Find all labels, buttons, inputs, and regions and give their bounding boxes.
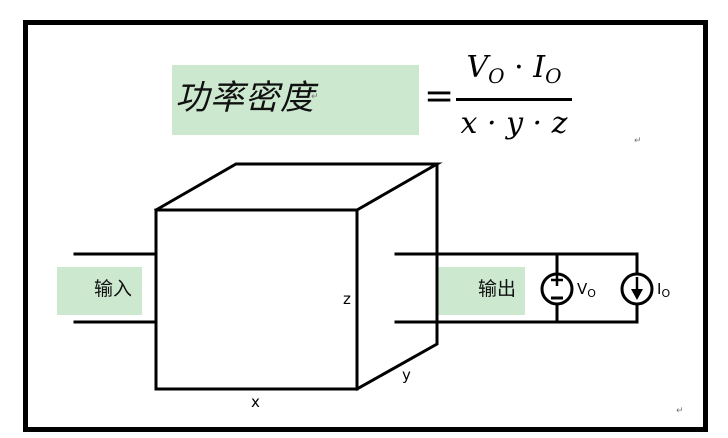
numerator-dot: · <box>514 50 524 85</box>
voltage-symbol: V <box>577 280 588 298</box>
voltage-source-icon <box>540 272 574 306</box>
diagram-frame <box>23 20 708 432</box>
z-dimension-label: z <box>343 290 351 308</box>
power-density-label: 功率密度 <box>175 78 315 118</box>
input-label: 输入 <box>94 278 133 300</box>
cube-icon <box>153 162 443 392</box>
paragraph-mark: ↵ <box>634 136 642 146</box>
formula-denominator: x · y · z <box>460 106 568 141</box>
numerator-v: V <box>466 50 489 85</box>
y-dimension-label: y <box>402 366 411 384</box>
x-dimension-label: x <box>251 393 260 411</box>
current-source-label: IO <box>657 280 670 300</box>
paragraph-mark: ↵ <box>676 406 684 416</box>
numerator-i: I <box>533 50 546 85</box>
fraction-bar <box>456 98 572 101</box>
voltage-source-label: VO <box>577 280 596 300</box>
current-sub: O <box>661 287 671 300</box>
title-highlight-box <box>172 65 419 135</box>
numerator-v-sub: O <box>488 64 505 88</box>
formula-fraction: VO · IO x · y · z <box>456 48 572 143</box>
current-source-icon <box>620 272 654 306</box>
paragraph-mark: ↵ <box>311 92 319 102</box>
output-label: 输出 <box>478 278 517 300</box>
input-highlight-box <box>57 267 142 315</box>
equals-sign: = <box>424 76 455 117</box>
current-symbol: I <box>657 280 662 298</box>
voltage-sub: O <box>587 287 596 300</box>
formula-numerator: VO · IO <box>456 48 572 96</box>
numerator-i-sub: O <box>545 64 562 88</box>
output-highlight-box <box>438 267 525 315</box>
